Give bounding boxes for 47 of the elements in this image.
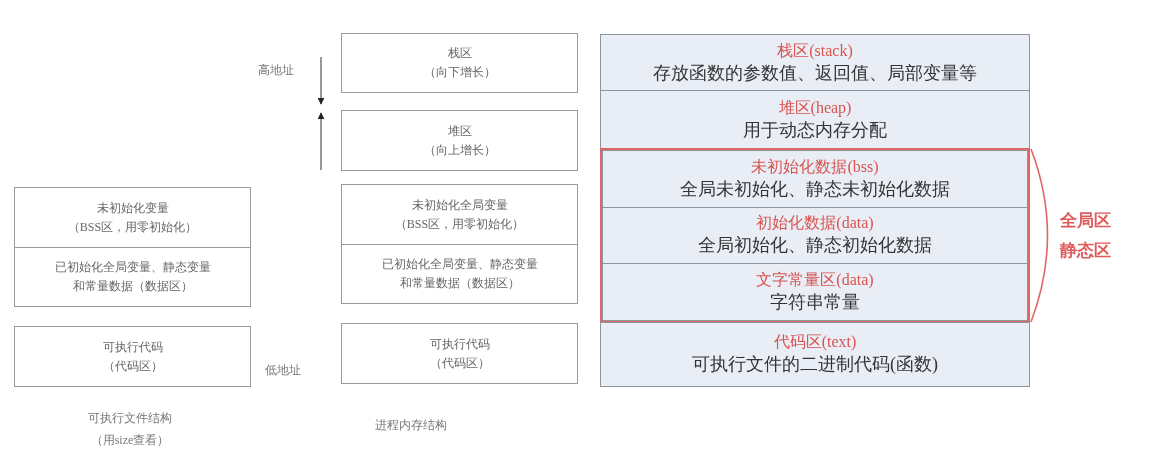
region-name: 可执行代码	[102, 338, 163, 356]
memory-segment-row	[600, 90, 1030, 150]
segment-description: 存放函数的参数值、返回值、局部变量等	[653, 61, 977, 85]
address-label: 低地址	[265, 362, 301, 378]
segment-description: 全局未初始化、静态未初始化数据	[680, 177, 950, 201]
memory-region-box	[14, 326, 251, 387]
address-label: 高地址	[258, 62, 294, 78]
column-caption: 可执行文件结构	[88, 410, 172, 426]
memory-region-box	[341, 110, 578, 171]
segment-description: 可执行文件的二进制代码(函数)	[692, 353, 938, 376]
region-name: 未初始化变量	[96, 199, 169, 217]
memory-segment-row	[600, 321, 1030, 387]
memory-region-box	[14, 187, 251, 248]
memory-segment-row	[600, 34, 1030, 92]
column-caption: （用size查看）	[90, 432, 170, 448]
segment-description: 全局初始化、静态初始化数据	[698, 234, 932, 258]
memory-region-box	[341, 33, 578, 93]
memory-segment-row	[602, 150, 1028, 208]
memory-region-box	[341, 323, 578, 384]
region-name: 堆区	[447, 122, 472, 140]
segment-description: 用于动态内存分配	[743, 118, 887, 142]
region-note: （代码区）	[429, 354, 490, 372]
segment-name: 文字常量区(data)	[756, 270, 874, 290]
memory-region-box	[14, 246, 251, 307]
region-name: 栈区	[447, 45, 472, 62]
region-note: （向上增长）	[423, 141, 496, 159]
region-description: 已初始化全局变量、静态变量和常量数据（数据区）	[53, 258, 212, 295]
segment-name: 堆区(heap)	[778, 97, 852, 118]
region-name: 可执行代码	[429, 335, 490, 353]
segment-name: 初始化数据(data)	[756, 213, 874, 234]
region-note: （向下增长）	[423, 64, 496, 81]
region-note: （BSS区，用零初始化）	[394, 215, 525, 233]
region-description: 已初始化全局变量、静态变量和常量数据（数据区）	[380, 255, 539, 292]
segment-name: 代码区(text)	[773, 332, 857, 352]
memory-region-box	[341, 184, 578, 245]
memory-segment-row	[602, 206, 1028, 264]
region-note: （代码区）	[102, 357, 163, 375]
region-note: （BSS区，用零初始化）	[67, 218, 198, 236]
segment-name: 栈区(stack)	[777, 40, 853, 61]
group-label: 全局区	[1060, 210, 1111, 230]
column-caption: 进程内存结构	[375, 417, 447, 433]
memory-segment-row	[602, 263, 1028, 321]
memory-region-box	[341, 243, 578, 304]
region-name: 未初始化全局变量	[411, 196, 508, 214]
segment-name: 未初始化数据(bss)	[751, 156, 879, 177]
group-label: 静态区	[1060, 240, 1111, 260]
segment-description: 字符串常量	[770, 291, 860, 314]
